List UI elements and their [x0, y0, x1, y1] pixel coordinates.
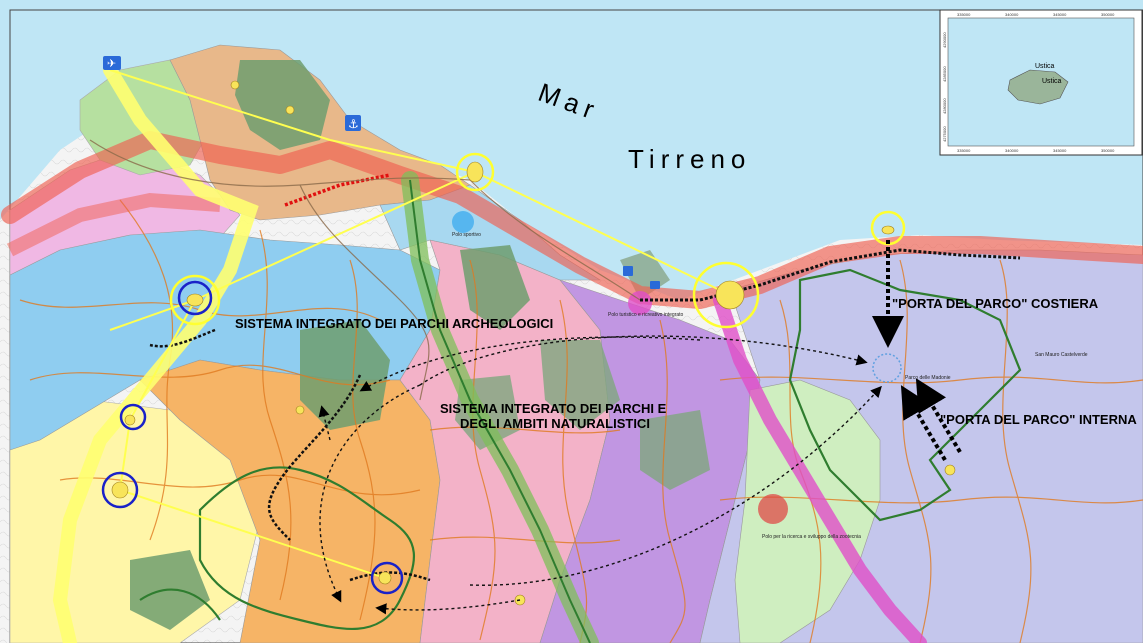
forest-patch-3 — [540, 340, 620, 430]
inset-map[interactable]: Ustica Ustica 335000 340000 345000 35000… — [939, 9, 1143, 156]
green-axis-line — [409, 179, 591, 643]
black-dotted-coast — [640, 248, 1021, 302]
park-boundaries — [139, 268, 1022, 630]
inset-tick-top-1: 335000 — [957, 12, 971, 17]
polo-sportivo-marker — [452, 211, 474, 233]
inset-tick-left-2: 4285000 — [942, 66, 947, 82]
parco-madonie-marker[interactable] — [872, 353, 902, 383]
harbour-icon[interactable] — [623, 266, 660, 289]
gate-circles[interactable] — [169, 152, 906, 329]
magenta-node — [628, 291, 652, 315]
inset-tick-left-3: 4280000 — [942, 98, 947, 114]
label-gate-coastal: "PORTA DEL PARCO" COSTIERA — [892, 296, 1099, 311]
coastal-red-corridor — [1, 131, 1143, 309]
red-dotted-link — [284, 173, 391, 207]
archaeological-circles[interactable] — [101, 280, 404, 595]
inset-tick-top-3: 345000 — [1053, 12, 1067, 17]
black-dotted-loop-3 — [149, 328, 216, 348]
label-natural-system-1: SISTEMA INTEGRATO DEI PARCHI E — [440, 401, 667, 416]
inset-island — [1007, 69, 1069, 105]
port-icon[interactable]: ⚓ — [345, 115, 361, 131]
svg-text:✈: ✈ — [107, 57, 116, 70]
inset-tick-top-2: 340000 — [1005, 12, 1019, 17]
label-gate-internal: "PORTA DEL PARCO" INTERNA — [940, 412, 1137, 427]
magenta-axis — [713, 293, 927, 643]
flow-arrows — [319, 335, 882, 615]
inset-tick-left-4: 4275000 — [942, 126, 947, 142]
coastal-red-corridor-west — [6, 192, 221, 257]
black-dotted-loop-1 — [268, 374, 362, 541]
label-polo-ricerca: Polo per la ricerca e sviluppo della zoo… — [762, 534, 861, 540]
forest-patch-1 — [300, 320, 390, 430]
yellow-axis — [52, 63, 259, 643]
settlements — [111, 80, 956, 606]
polo-ricerca-marker — [758, 494, 788, 524]
yellow-connections — [109, 69, 731, 579]
inset-label-ustica-1: Ustica — [1035, 63, 1055, 70]
label-natural-system-2: DEGLI AMBITI NATURALISTICI — [460, 416, 650, 431]
inset-tick-bottom-2: 340000 — [1005, 148, 1019, 153]
inset-label-ustica-2: Ustica — [1042, 78, 1062, 85]
forest-patch-4 — [640, 410, 710, 490]
sea-label-tirreno: Tirreno — [628, 144, 751, 174]
label-polo-sportivo: Polo sportivo — [452, 232, 481, 238]
label-archaeological-system: SISTEMA INTEGRATO DEI PARCHI ARCHEOLOGIC… — [235, 316, 553, 331]
roads — [89, 139, 641, 401]
label-polo-turistico: Polo turistico e ricreativo integrato — [608, 312, 684, 318]
svg-text:⚓: ⚓ — [348, 117, 359, 131]
inset-tick-bottom-1: 335000 — [957, 148, 971, 153]
inset-tick-top-4: 350000 — [1101, 12, 1115, 17]
zone-forest-northwest — [235, 60, 330, 150]
label-parco-madonie: Parco delle Madonie — [905, 375, 951, 381]
zone-green-inner — [734, 379, 881, 643]
black-dotted-loop-2 — [349, 571, 431, 582]
inset-tick-bottom-3: 345000 — [1053, 148, 1067, 153]
inset-tick-bottom-4: 350000 — [1101, 148, 1115, 153]
inset-tick-left-1: 4290000 — [942, 32, 947, 48]
label-san-mauro: San Mauro Castelverde — [1035, 352, 1088, 358]
gate-arrows — [872, 240, 962, 462]
airport-icon[interactable]: ✈ — [103, 56, 121, 70]
